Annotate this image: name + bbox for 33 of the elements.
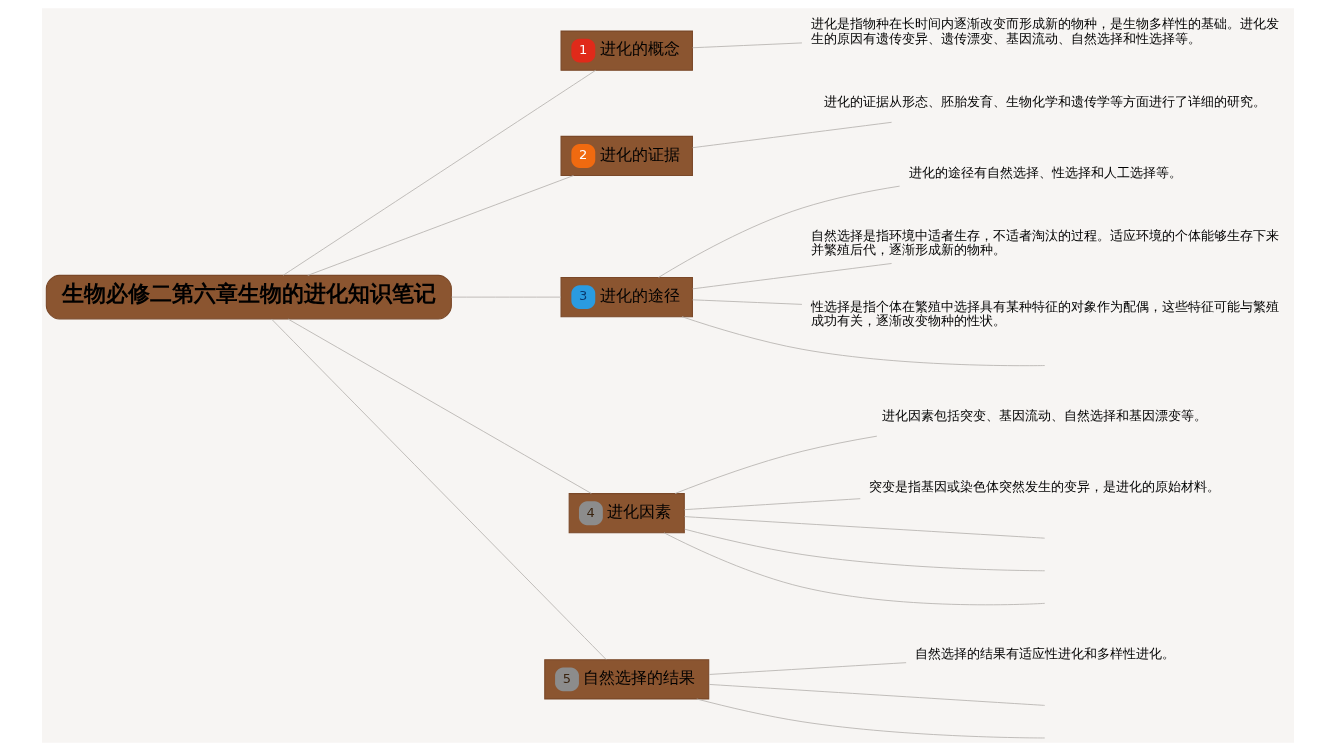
connector [674, 435, 877, 494]
connector [708, 662, 907, 675]
connector [681, 316, 1045, 367]
connector [691, 299, 802, 305]
connector [683, 528, 1045, 572]
connector [708, 684, 1045, 706]
connector [270, 318, 606, 660]
connector [663, 532, 1045, 606]
connector [657, 185, 900, 278]
node-box: 生物必修二第六章生物的进化知识笔记 [45, 274, 452, 320]
node-text: 自然选择是指环境中适者生存，不适者淘汰的过程。适应环境的个体能够生存下来并繁殖后代，逐渐形成新的物种。 [810, 228, 1279, 258]
connector [306, 175, 574, 276]
node-box: 4 进化因素 [568, 493, 685, 534]
node-box: 1 进化的概念 [560, 30, 693, 71]
node-box: 5 自然选择的结果 [543, 659, 709, 700]
connector [695, 698, 1045, 739]
node-box: 2 进化的证据 [560, 135, 693, 177]
connector [691, 42, 802, 49]
connector [287, 318, 592, 494]
connector [683, 498, 861, 511]
node-text: 突变是指基因或染色体突然发生的变异，是进化的原始材料。 [868, 478, 1220, 494]
connector [691, 121, 892, 149]
node-text: 进化的途径有自然选择、性选择和人工选择等。 [908, 164, 1182, 180]
node-text: 自然选择的结果有适应性进化和多样性进化。 [914, 645, 1175, 661]
node-text: 进化的证据从形态、胚胎发育、生物化学和遗传学等方面进行了详细的研究。 [823, 94, 1266, 110]
node-text: 性选择是指个体在繁殖中选择具有某种特征的对象作为配偶，这些特征可能与繁殖成功有关，逐渐改变物种的性状。 [810, 298, 1279, 328]
node-box: 3 进化的途径 [560, 277, 693, 318]
connector [450, 296, 561, 298]
node-text: 进化是指物种在长时间内逐渐改变而形成新的物种，是生物多样性的基础。进化发生的原因有遗传变异、遗传漂变、基因流动、自然选择和性选择等。 [810, 16, 1279, 46]
connector [282, 69, 596, 276]
connector [683, 516, 1045, 539]
connector [691, 263, 892, 290]
node-text: 进化因素包括突变、基因流动、自然选择和基因漂变等。 [881, 407, 1207, 423]
